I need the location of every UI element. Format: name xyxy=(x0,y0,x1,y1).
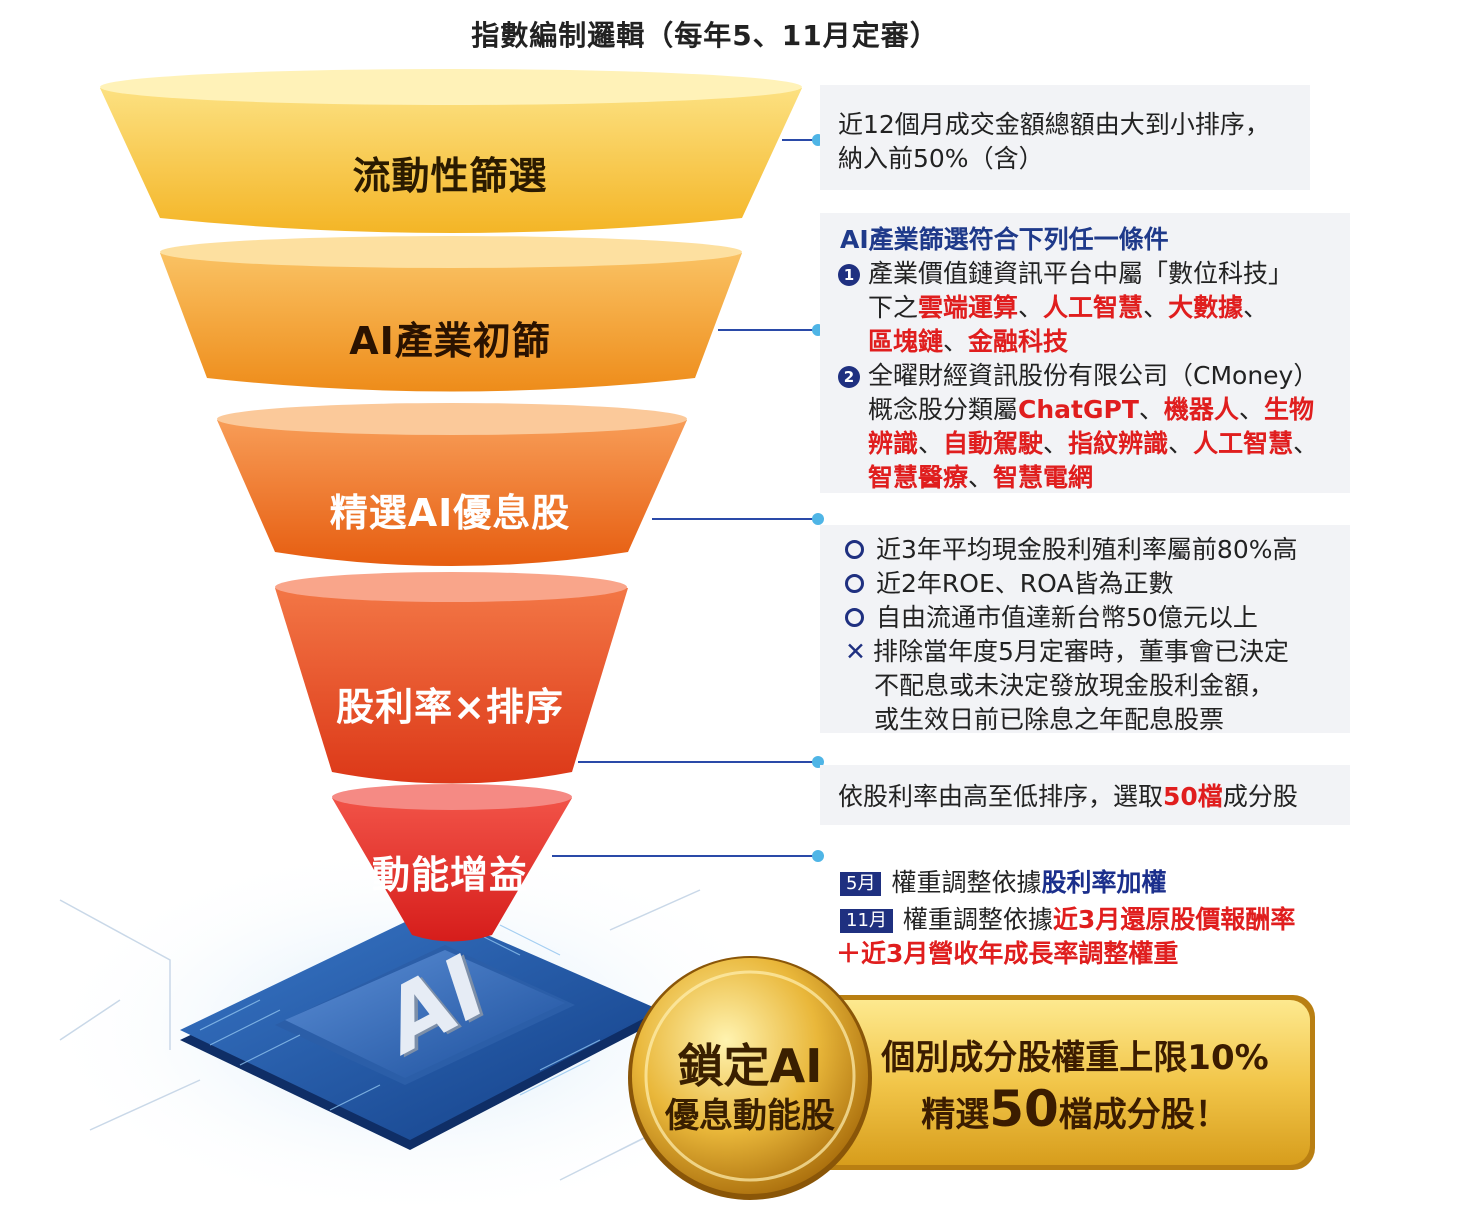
liquidity-line-1: 近12個月成交金額總額由大到小排序， xyxy=(838,110,1270,139)
dividend-exclusion: ✕排除當年度5月定審時，董事會已決定 xyxy=(845,635,1289,669)
funnel-stage-3 xyxy=(217,403,687,566)
banner-line-2: 精選50檔成分股！ xyxy=(921,1080,1229,1138)
stage-label-momentum: 動能增益 xyxy=(371,853,528,897)
check-circle-icon xyxy=(845,608,864,627)
connector-lines xyxy=(552,139,818,857)
dividend-criterion-3: 自由流通市值達新台幣50億元以上 xyxy=(845,601,1258,635)
criteria-box-ranking xyxy=(820,765,1350,825)
connector-dots xyxy=(812,134,824,862)
tag-may: 5月 xyxy=(840,872,882,896)
cross-icon: ✕ xyxy=(845,637,866,666)
criteria-box-dividend xyxy=(820,525,1350,733)
stage-label-ai-screen: AI產業初篩 xyxy=(349,319,551,363)
highlight-banner xyxy=(760,995,1315,1170)
dividend-exclusion-line-2: 不配息或未決定發放現金股利金額， xyxy=(874,671,1275,700)
ai-screen-item-1-terms-a: 下之雲端運算、人工智慧、大數據、 xyxy=(868,293,1269,322)
ai-screen-heading: AI產業篩選符合下列任一條件 xyxy=(840,225,1169,254)
number-2-icon: 2 xyxy=(838,366,860,388)
stage-label-liquidity: 流動性篩選 xyxy=(352,154,548,198)
ranking-text: 依股利率由高至低排序，選取50檔成分股 xyxy=(838,782,1298,811)
ai-chip xyxy=(180,910,660,1150)
criteria-box-liquidity xyxy=(820,85,1310,190)
page-title: 指數編制邏輯（每年5、11月定審） xyxy=(471,19,939,52)
stage-label-high-dividend: 精選AI優息股 xyxy=(329,491,571,535)
ai-screen-item-1-terms-b: 區塊鏈、金融科技 xyxy=(868,327,1069,356)
funnel-stage-4 xyxy=(275,572,628,784)
check-circle-icon xyxy=(845,540,864,559)
funnel-stage-2 xyxy=(160,236,742,392)
momentum-nov-line-2: ＋近3月營收年成長率調整權重 xyxy=(836,939,1179,968)
number-1-icon: 1 xyxy=(838,264,860,286)
tag-nov: 11月 xyxy=(840,909,893,933)
ai-screen-item-2-terms-a: 概念股分類屬ChatGPT、機器人、生物 xyxy=(868,395,1314,424)
criteria-box-ai xyxy=(820,213,1350,493)
coin-line-1: 鎖定AI xyxy=(677,1039,823,1093)
dividend-criterion-2: 近2年ROE、ROA皆為正數 xyxy=(845,567,1173,601)
stage-label-ranking: 股利率×排序 xyxy=(336,685,564,729)
banner-line-1: 個別成分股權重上限10% xyxy=(881,1038,1269,1078)
funnel-stage-5 xyxy=(332,784,572,942)
dividend-criterion-1: 近3年平均現金股利殖利率屬前80%高 xyxy=(845,533,1297,567)
gold-coin xyxy=(628,956,872,1200)
liquidity-line-2: 納入前50%（含） xyxy=(838,144,1044,173)
ai-screen-item-2-terms-c: 智慧醫療、智慧電網 xyxy=(868,463,1094,492)
funnel-stage-1 xyxy=(100,69,802,233)
dividend-exclusion-line-3: 或生效日前已除息之年配息股票 xyxy=(874,705,1225,734)
ai-screen-item-2-terms-b: 辨識、自動駕駛、指紋辨識、人工智慧、 xyxy=(868,429,1319,458)
momentum-may: 5月權重調整依據股利率加權 xyxy=(840,866,1166,900)
check-circle-icon xyxy=(845,574,864,593)
momentum-nov: 11月權重調整依據近3月還原股價報酬率 xyxy=(840,903,1295,937)
coin-line-2: 優息動能股 xyxy=(665,1096,835,1136)
